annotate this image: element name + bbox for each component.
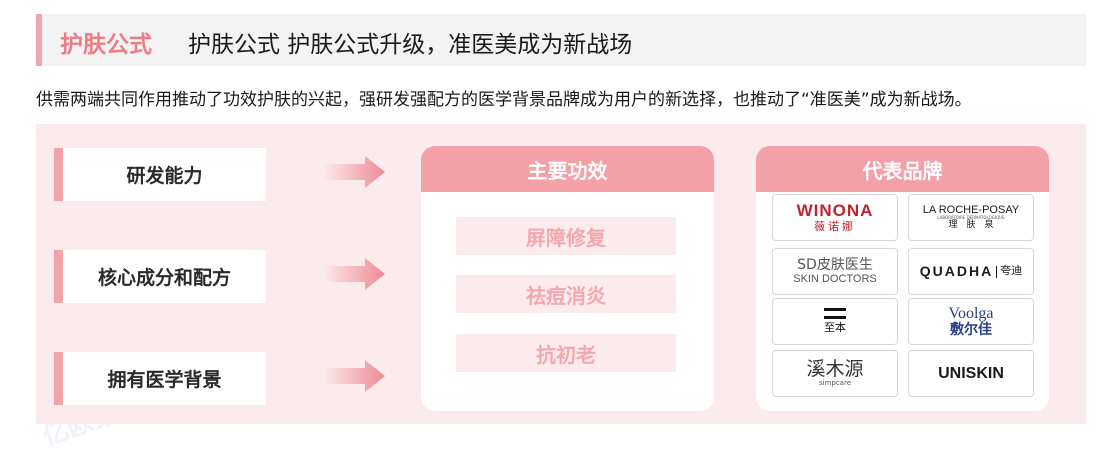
brand-logo-skindoctors: SD皮肤医生 SKIN DOCTORS bbox=[772, 248, 898, 295]
brand-name-cn: 敷尔佳 bbox=[950, 321, 992, 338]
brand-name: LA ROCHE-POSAY bbox=[922, 204, 1020, 217]
brand-logo-laroche: LA ROCHE-POSAY LABORATOIRE DERMATOLOGIQU… bbox=[908, 194, 1034, 241]
arrow-right-icon bbox=[323, 360, 385, 392]
effect-item: 祛痘消炎 bbox=[456, 275, 676, 313]
brand-name: Voolga bbox=[948, 305, 994, 322]
factor-rd: 研发能力 bbox=[54, 148, 266, 201]
brand-tagline: LABORATOIRE DERMATOLOGIQUE bbox=[937, 215, 1005, 221]
brand-name-en: SKIN DOCTORS bbox=[793, 273, 877, 286]
brand-name-cn: 理 肤 泉 bbox=[948, 219, 994, 230]
zhiben-mark-icon bbox=[824, 308, 846, 320]
content-panel: 研发能力 核心成分和配方 拥有医学背景 主要功效 屏障修复 祛痘消炎 抗初老 代… bbox=[36, 124, 1086, 424]
brand-name: QUADHA bbox=[919, 262, 994, 279]
effect-item: 抗初老 bbox=[456, 334, 676, 372]
page-subtitle: 供需两端共同作用推动了功效护肤的兴起，强研发强配方的医学背景品牌成为用户的新选择… bbox=[36, 90, 972, 110]
divider bbox=[996, 265, 998, 278]
brand-name: SD皮肤医生 bbox=[797, 256, 873, 273]
brand-name: 溪木源 bbox=[806, 358, 864, 381]
brand-logo-voolga: Voolga 敷尔佳 bbox=[908, 298, 1034, 345]
factor-formula: 核心成分和配方 bbox=[54, 250, 266, 303]
brand-name-en: simpcare bbox=[818, 379, 852, 388]
brand-logo-winona: WINONA 薇诺娜 bbox=[772, 194, 898, 241]
arrow-right-icon bbox=[323, 156, 385, 188]
factor-medical: 拥有医学背景 bbox=[54, 352, 266, 405]
effects-card-header: 主要功效 bbox=[421, 146, 714, 192]
effect-item: 屏障修复 bbox=[456, 217, 676, 255]
brand-logo-ximuyuan: 溪木源 simpcare bbox=[772, 350, 898, 397]
title-bar: 护肤公式 护肤公式 护肤公式升级，准医美成为新战场 bbox=[36, 14, 1086, 66]
page-title: 护肤公式 护肤公式升级，准医美成为新战场 bbox=[188, 32, 633, 58]
brand-name-cn: 薇诺娜 bbox=[814, 219, 856, 233]
brands-card-header: 代表品牌 bbox=[756, 146, 1049, 192]
brand-logo-zhiben: 至本 bbox=[772, 298, 898, 345]
arrow-right-icon bbox=[323, 258, 385, 290]
title-tag: 护肤公式 bbox=[60, 32, 152, 58]
brand-logo-uniskin: UNISKIN bbox=[908, 350, 1034, 397]
brand-name: UNISKIN bbox=[938, 364, 1004, 382]
brand-name: 至本 bbox=[824, 321, 846, 335]
brand-name: WINONA bbox=[796, 201, 874, 221]
brand-logo-quadha: QUADHA 夸迪 bbox=[908, 248, 1034, 295]
brand-name-cn: 夸迪 bbox=[1000, 264, 1023, 278]
